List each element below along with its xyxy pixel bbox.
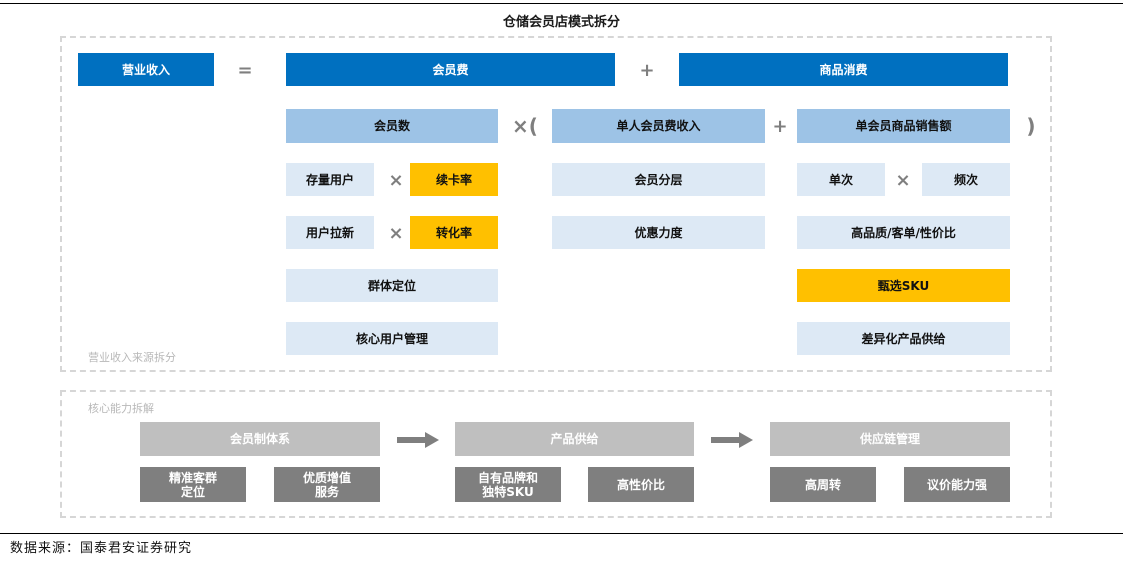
product-supply-box: 产品供给 <box>455 422 694 456</box>
existing-users-box: 存量用户 <box>286 163 374 196</box>
revenue-box: 营业收入 <box>78 53 214 86</box>
frequency-box: 频次 <box>922 163 1010 196</box>
own-brand-sku-box: 自有品牌和 独特SKU <box>455 467 561 502</box>
precise-positioning-box: 精准客群 定位 <box>140 467 246 502</box>
quality-value-box: 高品质/客单/性价比 <box>797 216 1010 249</box>
member-tiers-box: 会员分层 <box>552 163 765 196</box>
times-sign-1: × <box>388 169 404 191</box>
arrow-right-icon-2 <box>711 432 753 448</box>
plus-sign-2: + <box>772 115 788 137</box>
quality-services-box: 优质增值 服务 <box>274 467 380 502</box>
revenue-section-label: 营业收入来源拆分 <box>88 351 176 364</box>
capability-section-label: 核心能力拆解 <box>88 402 154 415</box>
fee-per-member-box: 单人会员费收入 <box>552 109 765 143</box>
revenue-panel <box>60 36 1052 372</box>
source-note: 数据来源：国泰君安证券研究 <box>10 541 193 556</box>
top-rule <box>0 3 1123 4</box>
times-sign-2: × <box>388 222 404 244</box>
times-open-paren: ×( <box>512 114 538 138</box>
arrow-right-icon <box>397 432 439 448</box>
supply-chain-box: 供应链管理 <box>770 422 1010 456</box>
diagram-title: 仓储会员店模式拆分 <box>502 15 620 30</box>
capability-panel <box>60 390 1052 518</box>
new-users-box: 用户拉新 <box>286 216 374 249</box>
renewal-rate-box: 续卡率 <box>410 163 498 196</box>
sales-per-member-box: 单会员商品销售额 <box>797 109 1010 143</box>
membership-system-box: 会员制体系 <box>140 422 380 456</box>
member-count-box: 会员数 <box>286 109 498 143</box>
bottom-rule <box>0 533 1123 534</box>
diff-supply-box: 差异化产品供给 <box>797 322 1010 355</box>
merchandise-spend-box: 商品消费 <box>679 53 1008 86</box>
times-sign-3: × <box>895 169 911 191</box>
close-paren: ) <box>1026 114 1036 138</box>
group-positioning-box: 群体定位 <box>286 269 498 302</box>
per-visit-box: 单次 <box>797 163 885 196</box>
high-turnover-box: 高周转 <box>770 467 876 502</box>
discount-strength-box: 优惠力度 <box>552 216 765 249</box>
plus-sign: + <box>639 59 655 81</box>
curated-sku-box: 甄选SKU <box>797 269 1010 302</box>
membership-fee-box: 会员费 <box>286 53 615 86</box>
high-value-box: 高性价比 <box>588 467 694 502</box>
bargaining-box: 议价能力强 <box>904 467 1010 502</box>
equals-sign: = <box>237 59 253 81</box>
core-user-mgmt-box: 核心用户管理 <box>286 322 498 355</box>
conversion-rate-box: 转化率 <box>410 216 498 249</box>
